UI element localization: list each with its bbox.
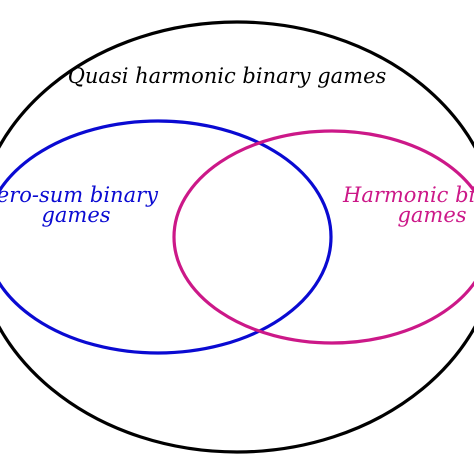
right-set-label-line1: Harmonic binary xyxy=(342,183,474,207)
left-set-ellipse xyxy=(0,119,333,355)
left-set-label-line2: games xyxy=(41,203,110,227)
left-set-label-line1: Zero-sum binary xyxy=(0,183,159,207)
right-set-label-line2: games xyxy=(397,203,466,227)
right-set-ellipse xyxy=(172,129,474,345)
outer-set-label: Quasi harmonic binary games xyxy=(68,64,387,88)
outer-set-ellipse xyxy=(0,20,474,454)
